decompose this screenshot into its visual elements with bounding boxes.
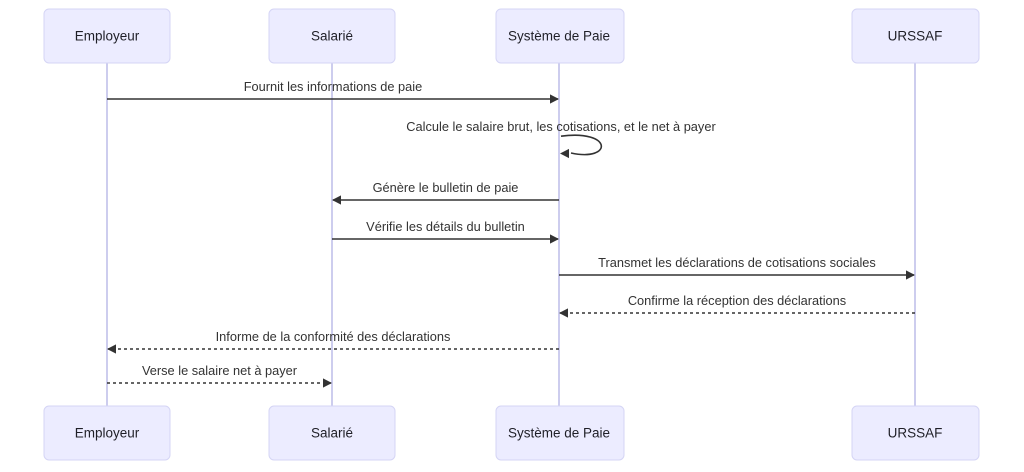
message-label: Informe de la conformité des déclaration…	[216, 329, 451, 344]
message-2[interactable]: Calcule le salaire brut, les cotisations…	[406, 119, 716, 159]
actor-label-employeur: Employeur	[75, 426, 140, 441]
actor-label-urssaf: URSSAF	[888, 29, 943, 44]
actor-box-urssaf-bottom[interactable]: URSSAF	[851, 405, 980, 461]
self-message-loop	[560, 134, 603, 156]
message-label: Transmet les déclarations de cotisations…	[598, 255, 876, 270]
actor-label-systeme: Système de Paie	[508, 426, 610, 441]
actor-label-salarie: Salarié	[311, 29, 353, 44]
actor-box-rect	[43, 405, 171, 461]
arrow-head	[550, 94, 559, 104]
message-4[interactable]: Vérifie les détails du bulletin	[332, 219, 559, 244]
actor-box-systeme-top[interactable]: Système de Paie	[495, 8, 625, 64]
messages-layer: Fournit les informations de paieCalcule …	[107, 79, 915, 388]
message-label: Confirme la réception des déclarations	[628, 293, 846, 308]
actor-box-rect	[495, 8, 625, 64]
message-5[interactable]: Transmet les déclarations de cotisations…	[559, 255, 915, 280]
actor-box-systeme-bottom[interactable]: Système de Paie	[495, 405, 625, 461]
arrow-head	[906, 270, 915, 280]
arrow-head	[560, 148, 569, 159]
arrow-head	[107, 344, 116, 354]
actor-box-employeur-top[interactable]: Employeur	[43, 8, 171, 64]
actor-box-employeur-bottom[interactable]: Employeur	[43, 405, 171, 461]
message-label: Génère le bulletin de paie	[373, 180, 519, 195]
actor-boxes-bottom: Employeur Salarié Système de Paie URSSAF	[43, 405, 980, 461]
arrow-head	[332, 195, 341, 205]
actor-box-rect	[268, 8, 396, 64]
message-label: Vérifie les détails du bulletin	[366, 219, 525, 234]
arrow-head	[550, 234, 559, 244]
message-label: Verse le salaire net à payer	[142, 363, 298, 378]
actor-box-rect	[851, 405, 980, 461]
actor-label-urssaf: URSSAF	[888, 426, 943, 441]
lifelines-layer	[106, 63, 916, 406]
arrow-head	[323, 378, 332, 388]
actor-box-rect	[43, 8, 171, 64]
actor-label-employeur: Employeur	[75, 29, 140, 44]
actor-box-rect	[495, 405, 625, 461]
message-8[interactable]: Verse le salaire net à payer	[107, 363, 332, 388]
actor-box-rect	[268, 405, 396, 461]
actor-box-rect	[851, 8, 980, 64]
actor-label-salarie: Salarié	[311, 426, 353, 441]
message-7[interactable]: Informe de la conformité des déclaration…	[107, 329, 559, 354]
message-3[interactable]: Génère le bulletin de paie	[332, 180, 559, 205]
message-1[interactable]: Fournit les informations de paie	[107, 79, 559, 104]
actor-box-urssaf-top[interactable]: URSSAF	[851, 8, 980, 64]
actor-box-salarie-bottom[interactable]: Salarié	[268, 405, 396, 461]
actor-label-systeme: Système de Paie	[508, 29, 610, 44]
message-6[interactable]: Confirme la réception des déclarations	[559, 293, 915, 318]
actor-boxes-top: Employeur Salarié Système de Paie URSSAF	[43, 8, 980, 64]
actor-box-salarie-top[interactable]: Salarié	[268, 8, 396, 64]
message-label: Calcule le salaire brut, les cotisations…	[406, 119, 716, 134]
message-label: Fournit les informations de paie	[244, 79, 423, 94]
arrow-head	[559, 308, 568, 318]
